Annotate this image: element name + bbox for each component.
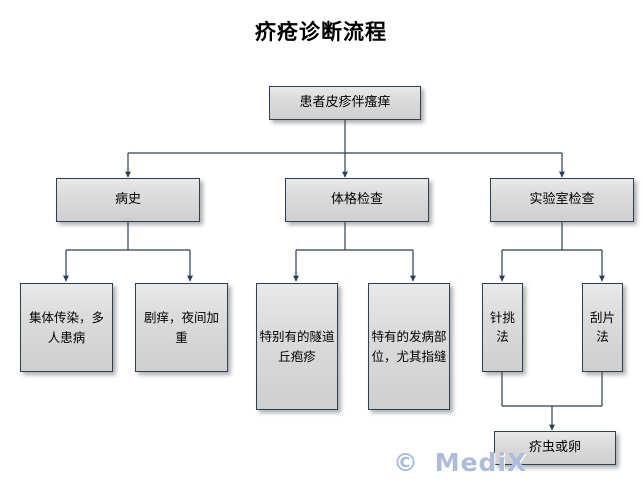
node-leaf-site[interactable]: 特有的发病部位，尤其指缝 <box>368 283 450 410</box>
node-leaf-burrow-papule[interactable]: 特别有的隧道丘疱疹 <box>256 283 338 410</box>
node-branch-physical[interactable]: 体格检查 <box>285 178 429 222</box>
page-title: 疥疮诊断流程 <box>255 20 387 44</box>
watermark-brand: MediX <box>434 448 528 477</box>
node-leaf-severe-itch[interactable]: 剧痒，夜间加重 <box>135 283 228 372</box>
node-leaf-group-infection[interactable]: 集体传染，多人患病 <box>20 283 113 372</box>
node-result-mite-egg[interactable]: 疥虫或卵 <box>494 431 616 465</box>
node-leaf-scrape[interactable]: 刮片法 <box>582 283 623 372</box>
watermark: © MediX <box>393 448 527 477</box>
node-root[interactable]: 患者皮疹伴瘙痒 <box>269 86 421 120</box>
node-branch-lab[interactable]: 实验室检查 <box>490 178 634 222</box>
copyright-icon: © <box>393 448 419 477</box>
node-branch-history[interactable]: 病史 <box>56 178 200 222</box>
node-leaf-needle[interactable]: 针挑法 <box>482 283 523 372</box>
